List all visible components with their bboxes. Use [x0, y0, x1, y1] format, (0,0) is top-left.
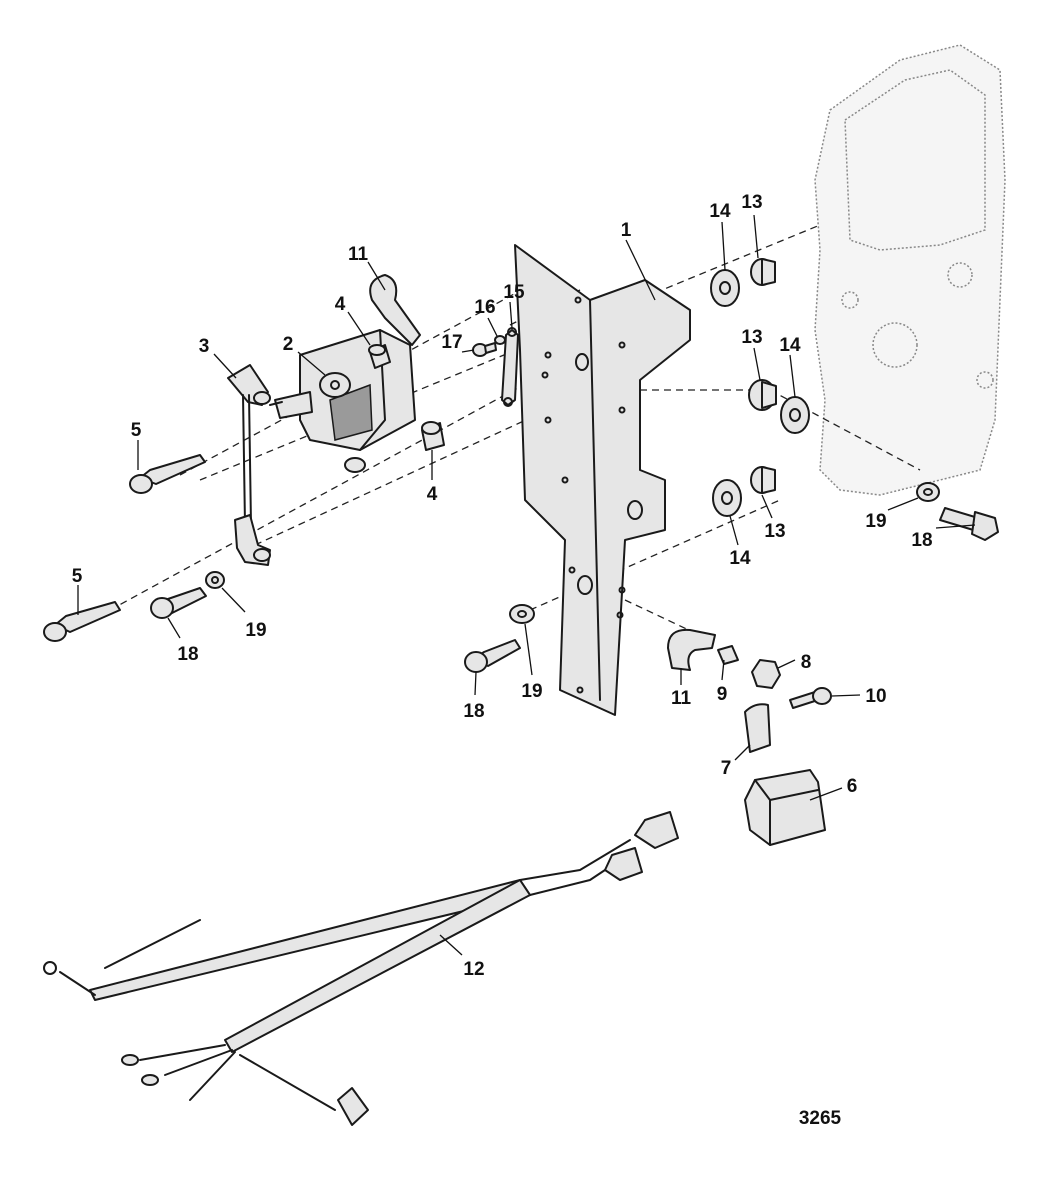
callout-7: 7: [721, 758, 732, 779]
bushing-lower: [750, 466, 776, 494]
grommet-middle: [780, 396, 810, 434]
washer-left: [205, 571, 225, 589]
grommet-lower: [712, 479, 742, 517]
spacer-lower: [421, 421, 445, 451]
clamp-lower: [667, 628, 716, 671]
engine-block-outline: [814, 44, 1006, 496]
callout-14-middle: 14: [779, 335, 801, 356]
callout-9: 9: [717, 684, 728, 705]
callout-19-right: 19: [865, 511, 886, 532]
callout-5-lower: 5: [72, 566, 83, 587]
spacer-upper: [368, 344, 391, 369]
screw-long-lower: [43, 601, 121, 642]
bolt-right: [939, 507, 999, 541]
callout-4-upper: 4: [335, 294, 346, 315]
link-strap: [501, 327, 519, 407]
screw-long-upper: [129, 454, 206, 494]
callout-13-upper: 13: [741, 192, 762, 213]
callout-17: 17: [441, 332, 462, 353]
callout-13-middle: 13: [741, 327, 762, 348]
callout-19-center: 19: [521, 681, 542, 702]
callout-4-lower: 4: [427, 484, 438, 505]
callout-3: 3: [199, 336, 210, 357]
nut: [751, 659, 781, 689]
figure-number: 3265: [799, 1108, 842, 1129]
leader-lines: [77, 214, 976, 956]
callout-6: 6: [847, 776, 858, 797]
callout-1: 1: [621, 220, 632, 241]
bushing-upper: [750, 258, 776, 286]
linkage-rod: [227, 364, 271, 566]
washer-right: [916, 482, 940, 502]
screw-small: [472, 342, 497, 357]
bushing-small: [717, 645, 739, 665]
callout-2: 2: [283, 334, 294, 355]
callout-labels: 1 2 3 4 4 5 5 6 7 8 9 10 11 11 12 13 13 …: [72, 192, 933, 980]
callout-11-lower: 11: [671, 688, 692, 709]
callout-18-right: 18: [911, 530, 932, 551]
relay: [744, 769, 826, 846]
callout-5-upper: 5: [131, 420, 142, 441]
callout-19-left: 19: [245, 620, 266, 641]
callout-18-left: 18: [177, 644, 198, 665]
callout-15: 15: [503, 282, 525, 303]
bushing-middle: [748, 379, 777, 411]
callout-14-upper: 14: [709, 201, 731, 222]
bolt-left: [150, 587, 207, 619]
callout-14-lower: 14: [729, 548, 751, 569]
callout-10: 10: [865, 686, 886, 707]
callout-12: 12: [463, 959, 484, 980]
callout-8: 8: [801, 652, 812, 673]
bolt-center: [464, 639, 521, 673]
clamp-upper: [369, 274, 421, 346]
callout-11-upper: 11: [348, 244, 369, 265]
wiring-harness: [43, 811, 679, 1126]
washer-center: [509, 604, 535, 624]
mounting-bracket: [514, 244, 691, 716]
relay-screw: [789, 687, 832, 709]
grommet-upper: [710, 269, 740, 307]
callout-13-lower: 13: [764, 521, 785, 542]
relay-bracket: [744, 703, 771, 753]
callout-16: 16: [474, 297, 495, 318]
callout-18-center: 18: [463, 701, 484, 722]
washer-small: [494, 335, 506, 345]
